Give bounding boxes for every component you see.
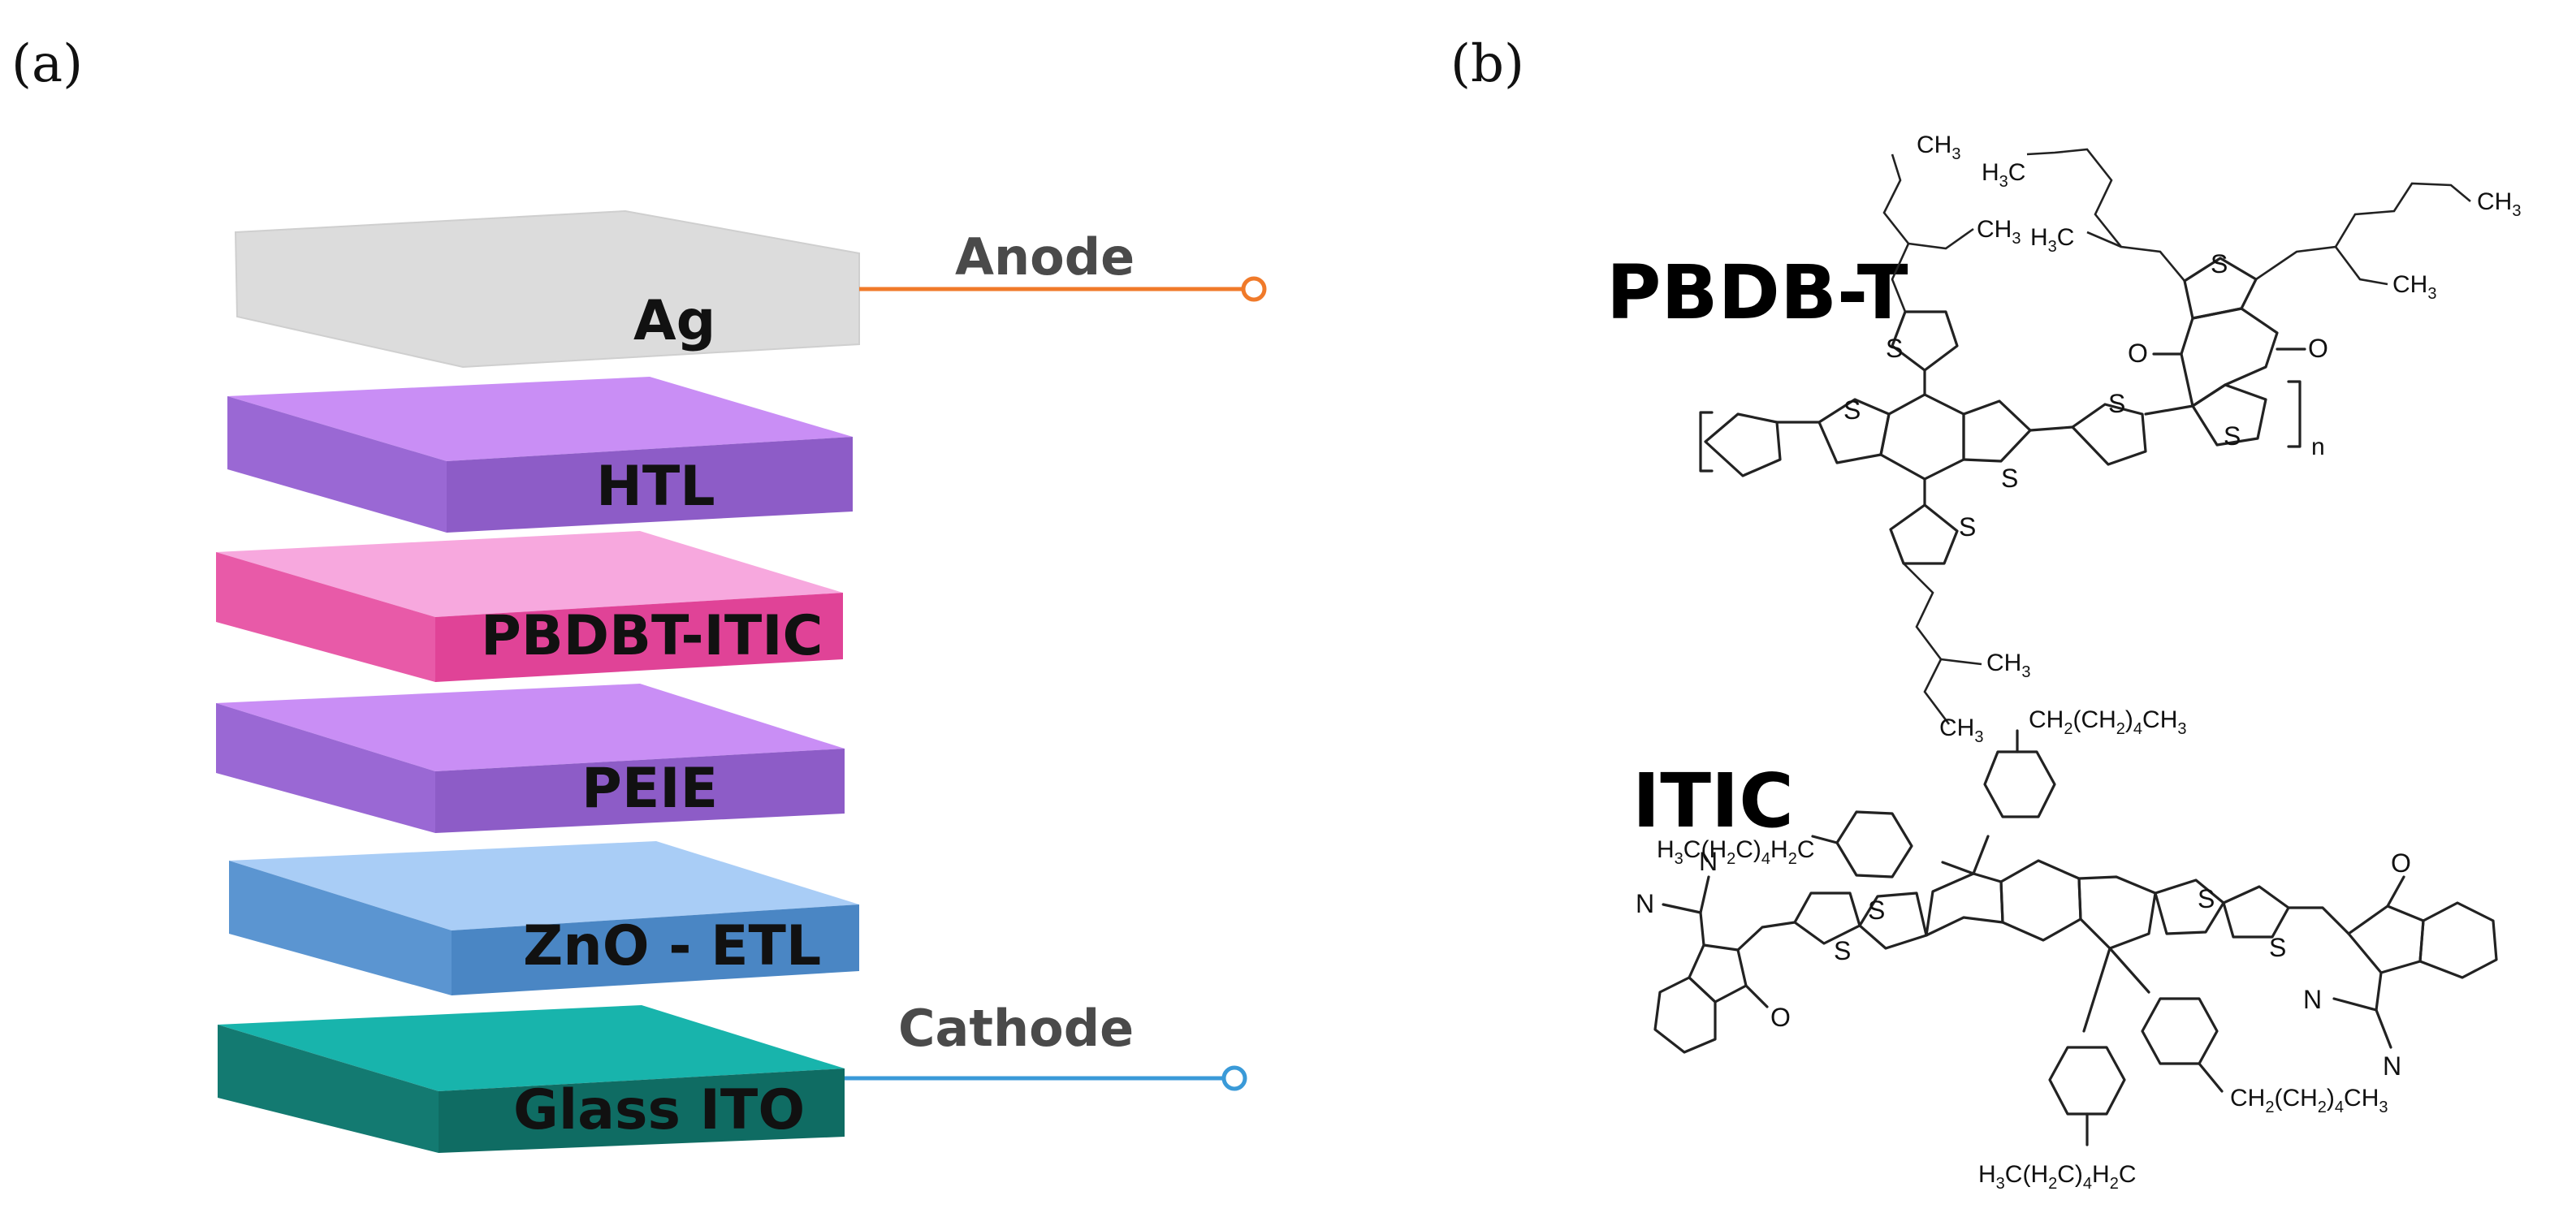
itic-aryl-top-right: [1983, 750, 2056, 818]
pbdbt-ch3-4: CH3: [2392, 271, 2436, 303]
itic-chain-bottom-right: CH2(CH2)4CH3: [2230, 1085, 2388, 1116]
cathode-terminal: [1221, 1065, 1247, 1091]
itic-name: ITIC: [1632, 758, 1794, 844]
itic-core-ring-left: [1925, 872, 2004, 937]
svg-text:S: S: [2108, 389, 2125, 418]
layer-peie-label: PEIE: [581, 757, 718, 821]
itic-tt-right-1: [2154, 878, 2225, 935]
pbdbt-h3c-2: H3C: [2030, 224, 2074, 256]
svg-text:S: S: [2269, 933, 2286, 962]
itic-aryl-bottom-left: [2048, 1046, 2126, 1116]
pbdbt-ch3-1: CH3: [1917, 132, 1960, 163]
svg-text:S: S: [1834, 936, 1851, 965]
pbdbt-thiophene-bridge: [2071, 403, 2147, 466]
layer-active-label: PBDBT-ITIC: [481, 604, 823, 668]
itic-n3: N: [2303, 985, 2322, 1014]
itic-o2: O: [2391, 848, 2411, 878]
layer-active-front: [216, 552, 435, 682]
pbdbt-n: n: [2311, 434, 2325, 460]
itic-end-right-benzene: [2418, 901, 2498, 979]
itic-n2: N: [1699, 847, 1718, 876]
cathode-connector: Cathode: [845, 999, 1247, 1091]
layer-zno-label: ZnO - ETL: [523, 914, 821, 978]
panel-a-label: (a): [11, 34, 83, 94]
layer-peie: PEIE: [216, 684, 845, 833]
pbdbt-o1: O: [2128, 339, 2148, 368]
pbdbt-bracket-left: [1699, 411, 1714, 473]
layer-active: PBDBT-ITIC: [216, 531, 843, 682]
layer-ag-shape: [234, 209, 860, 369]
layer-active-side: [435, 593, 843, 682]
pbdbt-name: PBDB-T: [1606, 249, 1908, 336]
layer-ag: Ag: [234, 209, 860, 369]
layer-peie-front: [216, 703, 435, 833]
layer-htl-front: [227, 396, 447, 533]
layer-ag-label: Ag: [633, 289, 715, 353]
svg-text:S: S: [2198, 884, 2215, 913]
layer-glass-ito: Glass ITO: [218, 1005, 845, 1153]
svg-text:S: S: [2001, 464, 2018, 493]
layer-zno-front: [229, 861, 452, 995]
pbdbt-bracket-right: [2287, 380, 2302, 448]
layer-htl-top: [227, 377, 853, 461]
itic-n4: N: [2383, 1051, 2401, 1081]
layer-ito-front: [218, 1025, 439, 1153]
svg-text:S: S: [2211, 249, 2228, 278]
layer-ito-side: [439, 1068, 845, 1153]
svg-text:S: S: [1886, 334, 1903, 363]
itic-aryl-top-left: [1835, 810, 1913, 878]
svg-text:S: S: [1868, 896, 1885, 925]
itic-chain-top-left: H3C(H2C)4H2C: [1657, 836, 1815, 868]
layer-ito-label: Glass ITO: [513, 1078, 805, 1142]
pbdbt-ch3-5: CH3: [1986, 650, 2030, 681]
layer-ito-top: [218, 1005, 845, 1091]
anode-connector: Anode: [859, 227, 1267, 302]
layer-htl-label: HTL: [596, 455, 715, 519]
itic-core-ring-right: [2077, 875, 2157, 950]
pbdbt-ch3-3: CH3: [2477, 188, 2521, 220]
itic-end-left-benzene: [1653, 976, 1717, 1054]
itic-n1: N: [1636, 889, 1654, 918]
layer-htl-side: [447, 437, 853, 533]
itic-aryl-bottom-right: [2141, 997, 2219, 1065]
itic-structure: ITIC S S S S H3C(H2C)4H2C CH2(CH2)4CH3 H…: [1632, 706, 2498, 1193]
cathode-label: Cathode: [898, 999, 1134, 1058]
layer-active-top: [216, 531, 843, 617]
pbdbt-ch3-6: CH3: [1939, 714, 1983, 746]
anode-label: Anode: [955, 227, 1135, 287]
pbdbt-ch3-2: CH3: [1977, 216, 2021, 248]
pbdbt-bdd-thiophene-top: [2183, 257, 2258, 320]
pbdbt-structure: PBDB-T n S S S CH3 CH3 S CH3 CH3 S: [1606, 132, 2521, 746]
layer-zno: ZnO - ETL: [229, 841, 859, 995]
pbdbt-h3c-1: H3C: [1982, 159, 2025, 191]
device-stack: Ag HTL PBDBT-ITIC PEIE ZnO -: [216, 209, 1267, 1153]
pbdbt-side-thiophene-bottom: [1889, 503, 1959, 565]
pbdbt-bdt-thiophene-2: [1962, 399, 2032, 463]
svg-text:S: S: [1843, 395, 1861, 425]
layer-htl: HTL: [227, 377, 853, 533]
itic-chain-top-right: CH2(CH2)4CH3: [2029, 706, 2187, 738]
panel-b-label: (b): [1450, 34, 1524, 94]
svg-text:S: S: [1959, 512, 1976, 542]
itic-tt-left-2: [1793, 891, 1861, 945]
itic-tt-left-1: [1858, 891, 1928, 950]
anode-terminal: [1241, 276, 1267, 302]
svg-text:S: S: [2224, 421, 2241, 451]
itic-chain-bottom-left: H3C(H2C)4H2C: [1978, 1161, 2137, 1193]
layer-zno-top: [229, 841, 859, 930]
itic-end-right-ring5: [2347, 904, 2425, 974]
pbdbt-thiophene-left: [1704, 412, 1782, 477]
pbdbt-o2: O: [2308, 334, 2328, 363]
pbdbt-bdt-benzene: [1879, 393, 1965, 481]
layer-zno-side: [452, 904, 859, 995]
itic-end-left-ring5: [1688, 943, 1748, 1004]
pbdbt-bdd-dione: [2180, 307, 2279, 408]
itic-o1: O: [1770, 1003, 1791, 1032]
itic-core-benzene: [1999, 859, 2082, 942]
itic-tt-right-2: [2222, 885, 2290, 939]
pbdbt-side-thiophene-top: [1891, 310, 1959, 372]
layer-peie-side: [435, 749, 845, 833]
layer-peie-top: [216, 684, 845, 771]
